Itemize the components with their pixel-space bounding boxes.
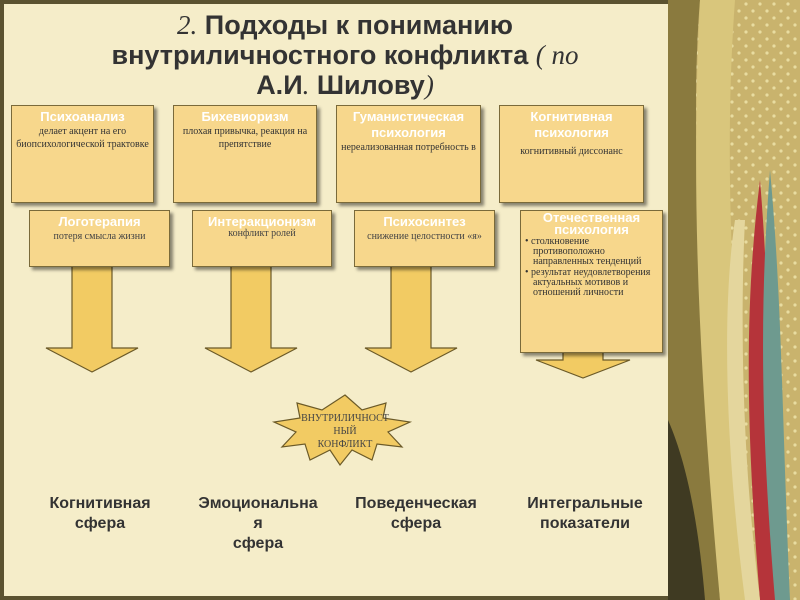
arrow-1 xyxy=(45,264,139,373)
box-cognitive-psychology: Когнитивная психология когнитивный диссо… xyxy=(499,105,644,203)
conflict-starburst xyxy=(271,394,413,467)
slide-title: 2. Подходы к пониманию внутриличностного… xyxy=(0,10,690,100)
box-psychoanalysis: Психоанализ делает акцент на его биопсих… xyxy=(11,105,154,203)
box-interactionism: Интеракционизм конфликт ролей xyxy=(192,210,332,267)
box-psychosynthesis: Психосинтез снижение целостности «я» xyxy=(354,210,495,267)
arrow-2 xyxy=(204,264,298,373)
title-line-2: внутриличностного конфликта ( по xyxy=(111,40,579,70)
sphere-behavioral: Поведенческая сфера xyxy=(355,495,477,532)
sphere-integral: Интегральные показатели xyxy=(527,495,643,532)
box-behaviorism: Бихевиоризм плохая привычка, реакция на … xyxy=(173,105,317,203)
arrow-4 xyxy=(535,351,631,379)
bullet-item: • столкновение противоположно направленн… xyxy=(525,236,642,267)
box-humanistic: Гуманистическая психология нереализованн… xyxy=(336,105,481,203)
conflict-label: ВНУТРИЛИЧНОСТ НЫЙ КОНФЛИКТ xyxy=(301,413,389,450)
box-domestic-psychology: Отечественная психология • столкновение … xyxy=(520,210,663,353)
arrow-3 xyxy=(364,264,458,373)
box-logotherapy: Логотерапия потеря смысла жизни xyxy=(29,210,170,267)
sphere-cognitive: Когнитивная сфера xyxy=(49,495,151,532)
title-line-3: А.И. Шилову) xyxy=(256,70,434,100)
bullet-item: • результат неудовлетворения актуальных … xyxy=(525,267,651,298)
title-line-1: 2. Подходы к пониманию xyxy=(177,10,513,40)
sphere-emotional: Эмоциональна я сфера xyxy=(198,495,318,552)
